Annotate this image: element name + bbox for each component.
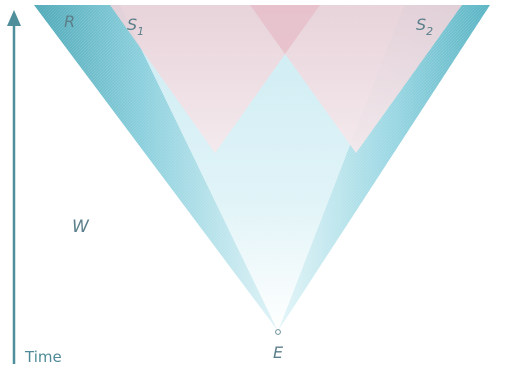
region-label-r: R <box>64 12 75 31</box>
event-label-e: E <box>273 343 284 362</box>
time-axis <box>7 10 21 364</box>
s2-base: S <box>416 15 426 34</box>
s1-base: S <box>127 15 137 34</box>
event-point-e <box>276 330 281 335</box>
time-axis-label: Time <box>24 348 62 366</box>
region-label-w: W <box>72 217 90 237</box>
time-axis-arrowhead-icon <box>7 10 21 26</box>
s1-subscript: 1 <box>137 25 144 38</box>
s2-subscript: 2 <box>426 25 433 38</box>
